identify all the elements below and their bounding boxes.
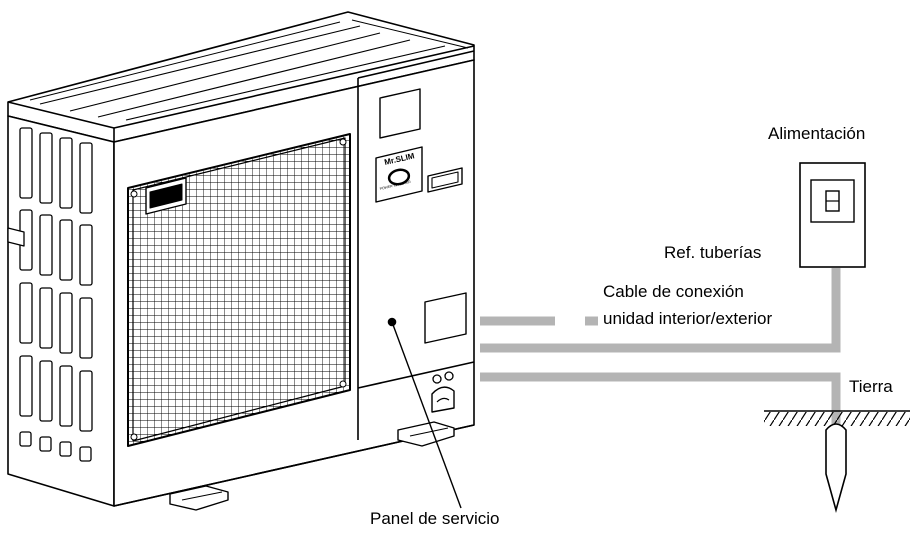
service-panel-leader bbox=[391, 321, 462, 509]
side-handle bbox=[7, 227, 25, 247]
label-earth: Tierra bbox=[849, 377, 893, 396]
side-vents bbox=[19, 127, 93, 462]
fan-grille bbox=[127, 133, 351, 447]
top-window bbox=[379, 88, 421, 139]
drain-outlet bbox=[431, 386, 455, 413]
power-supply-box bbox=[799, 162, 866, 268]
label-cable-line1: Cable de conexión bbox=[603, 282, 744, 301]
label-pipe-ref: Ref. tuberías bbox=[664, 243, 762, 262]
ground-rod bbox=[825, 423, 847, 513]
outdoor-unit: Mr.SLIM POWER INVERTER bbox=[7, 11, 475, 511]
front-handle bbox=[427, 167, 463, 193]
label-power-supply: Alimentación bbox=[768, 124, 866, 143]
bottom-window bbox=[424, 292, 467, 344]
foot-right bbox=[397, 421, 455, 447]
brand-badge: Mr.SLIM POWER INVERTER bbox=[375, 146, 423, 203]
foot-left bbox=[169, 485, 229, 511]
earth-ground bbox=[764, 410, 910, 513]
badge-sub-text: POWER INVERTER bbox=[379, 180, 411, 191]
label-cable-line2: unidad interior/exterior bbox=[603, 309, 773, 328]
label-service-panel: Panel de servicio bbox=[370, 509, 500, 528]
connection-cable-line bbox=[480, 268, 841, 353]
